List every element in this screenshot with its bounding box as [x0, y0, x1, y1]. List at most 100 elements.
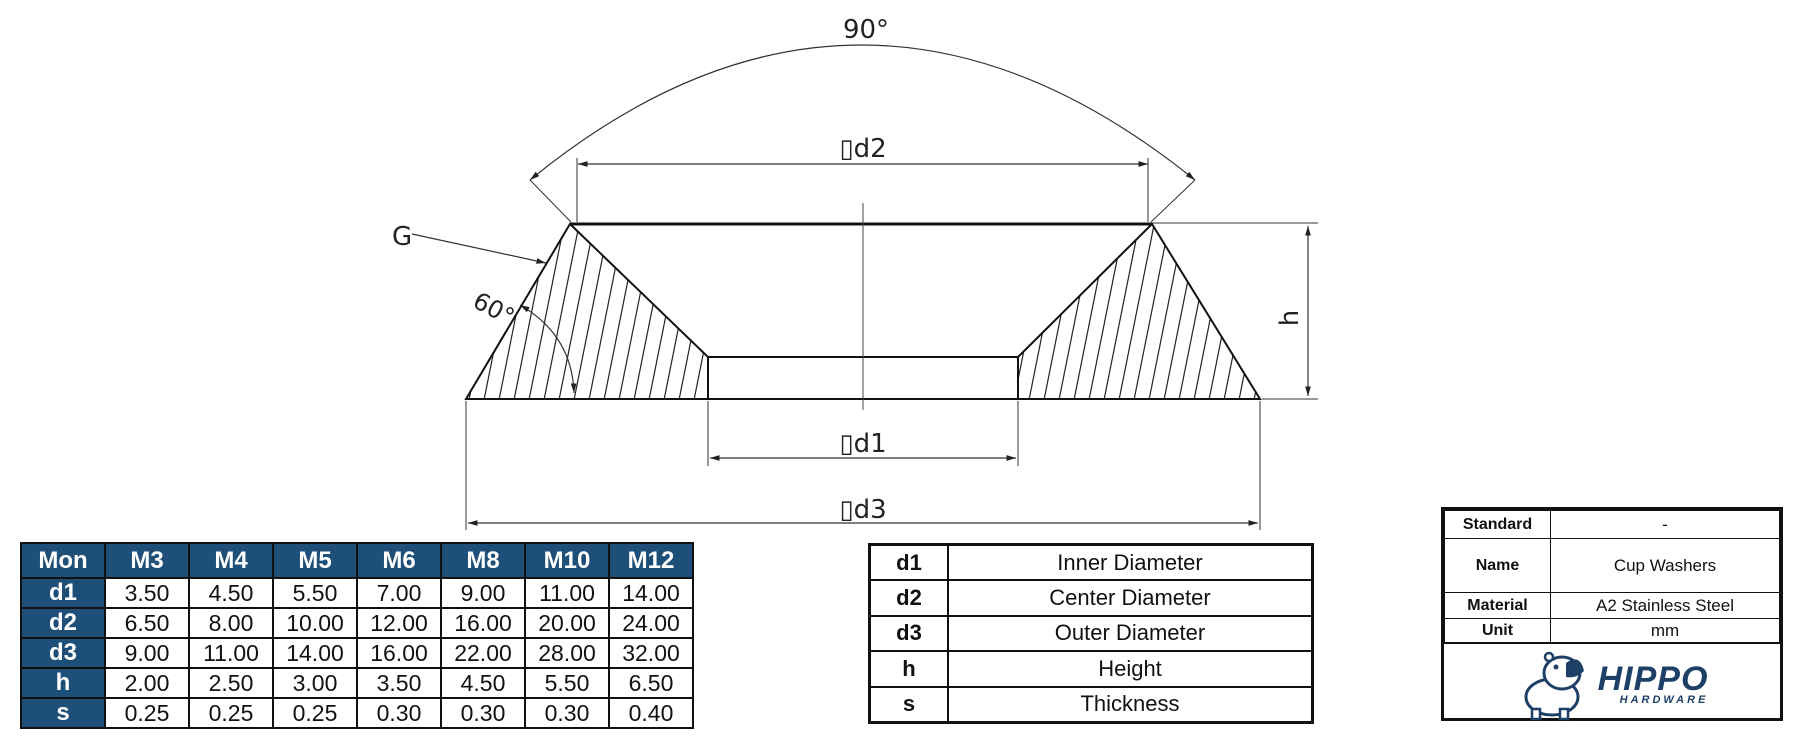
- legend-symbol: d1: [868, 543, 949, 582]
- hatch-line: [1234, 224, 1260, 399]
- standard-value: -: [1550, 510, 1780, 539]
- size-table-header-cell: M6: [356, 542, 442, 579]
- size-table-cell: 6.50: [608, 667, 694, 699]
- hatch-line: [720, 200, 764, 420]
- d1-label: ▯d1: [839, 429, 886, 459]
- size-table-cell: 20.00: [524, 607, 610, 639]
- size-table-cell: 5.50: [272, 577, 358, 609]
- hatch-right: [1018, 224, 1260, 399]
- hatch-line: [689, 224, 708, 399]
- size-table-cell: 8.00: [188, 607, 274, 639]
- size-table-header-cell: M8: [440, 542, 526, 579]
- d2-label: ▯d2: [839, 134, 886, 164]
- size-table-header-cell: M12: [608, 542, 694, 579]
- size-table-cell: 2.00: [104, 667, 190, 699]
- d3-label: ▯d3: [839, 495, 886, 525]
- size-table-row-label: s: [20, 697, 106, 729]
- title-block: Standard - Name Cup Washers Material A2 …: [1441, 507, 1783, 721]
- logo-subtext: HARDWARE: [1619, 694, 1709, 706]
- name-label: Name: [1444, 538, 1551, 593]
- material-label: Material: [1444, 592, 1551, 619]
- angle-arc-top: [529, 44, 1196, 181]
- size-table-cell: 2.50: [188, 667, 274, 699]
- name-value: Cup Washers: [1550, 538, 1780, 593]
- logo-text: HIPPO: [1597, 660, 1709, 698]
- size-table-row-label: h: [20, 667, 106, 699]
- unit-value: mm: [1550, 618, 1780, 643]
- size-table-cell: 0.25: [188, 697, 274, 729]
- legend-symbol: d2: [868, 579, 949, 617]
- size-table-cell: 7.00: [356, 577, 442, 609]
- legend-symbol: h: [868, 650, 949, 688]
- material-value: A2 Stainless Steel: [1550, 592, 1780, 619]
- size-table-cell: 14.00: [608, 577, 694, 609]
- angle-extension-left: [529, 179, 572, 223]
- size-table-header-row: Mon M3 M4 M5 M6 M8 M10 M12: [20, 542, 694, 579]
- size-table-cell: 12.00: [356, 607, 442, 639]
- g-leader-line: [411, 233, 547, 264]
- hatch-line: [1114, 224, 1160, 399]
- size-table-header-cell: M10: [524, 542, 610, 579]
- size-table-cell: 4.50: [440, 667, 526, 699]
- angle-extension-right: [1150, 179, 1196, 223]
- size-table-cell: 0.30: [440, 697, 526, 729]
- size-table-cell: 3.50: [104, 577, 190, 609]
- legend-symbol: d3: [868, 614, 949, 653]
- angle-top-label: 90°: [843, 15, 889, 45]
- title-row-standard: Standard -: [1444, 510, 1780, 539]
- size-table-row-label: d3: [20, 637, 106, 669]
- size-table-cell: 10.00: [272, 607, 358, 639]
- size-table-cell: 3.50: [356, 667, 442, 699]
- standard-label: Standard: [1444, 510, 1551, 539]
- hippo-icon: [1524, 651, 1584, 721]
- hatch-line: [420, 200, 464, 420]
- size-table-cell: 16.00: [356, 637, 442, 669]
- h-label: h: [1275, 310, 1305, 326]
- size-table-cell: 9.00: [104, 637, 190, 669]
- size-table-cell: 16.00: [440, 607, 526, 639]
- angle-arc-side: [519, 304, 577, 394]
- size-table-cell: 4.50: [188, 577, 274, 609]
- legend-description: Thickness: [947, 685, 1314, 724]
- size-table-cell: 11.00: [188, 637, 274, 669]
- size-table-row-label: d2: [20, 607, 106, 639]
- company-logo: HIPPO HARDWARE: [1444, 643, 1780, 726]
- size-table-cell: 0.30: [524, 697, 610, 729]
- size-table-header-cell: Mon: [20, 542, 106, 579]
- size-table-cell: 9.00: [440, 577, 526, 609]
- legend-description: Outer Diameter: [947, 614, 1314, 653]
- size-table-row-label: d1: [20, 577, 106, 609]
- size-table-header-cell: M3: [104, 542, 190, 579]
- size-table-cell: 11.00: [524, 577, 610, 609]
- size-table-cell: 28.00: [524, 637, 610, 669]
- size-table-header-cell: M5: [272, 542, 358, 579]
- size-table-cell: 32.00: [608, 637, 694, 669]
- size-table-cell: 6.50: [104, 607, 190, 639]
- title-row-unit: Unit mm: [1444, 618, 1780, 643]
- legend-description: Height: [947, 650, 1314, 688]
- title-row-name: Name Cup Washers: [1444, 538, 1780, 593]
- title-row-material: Material A2 Stainless Steel: [1444, 592, 1780, 619]
- unit-label: Unit: [1444, 618, 1551, 643]
- size-table-cell: 0.25: [272, 697, 358, 729]
- size-table-cell: 0.40: [608, 697, 694, 729]
- size-table-cell: 22.00: [440, 637, 526, 669]
- size-table-cell: 3.00: [272, 667, 358, 699]
- hatch-line: [704, 224, 708, 399]
- size-table-cell: 14.00: [272, 637, 358, 669]
- angle-side-label: 60°: [468, 287, 519, 332]
